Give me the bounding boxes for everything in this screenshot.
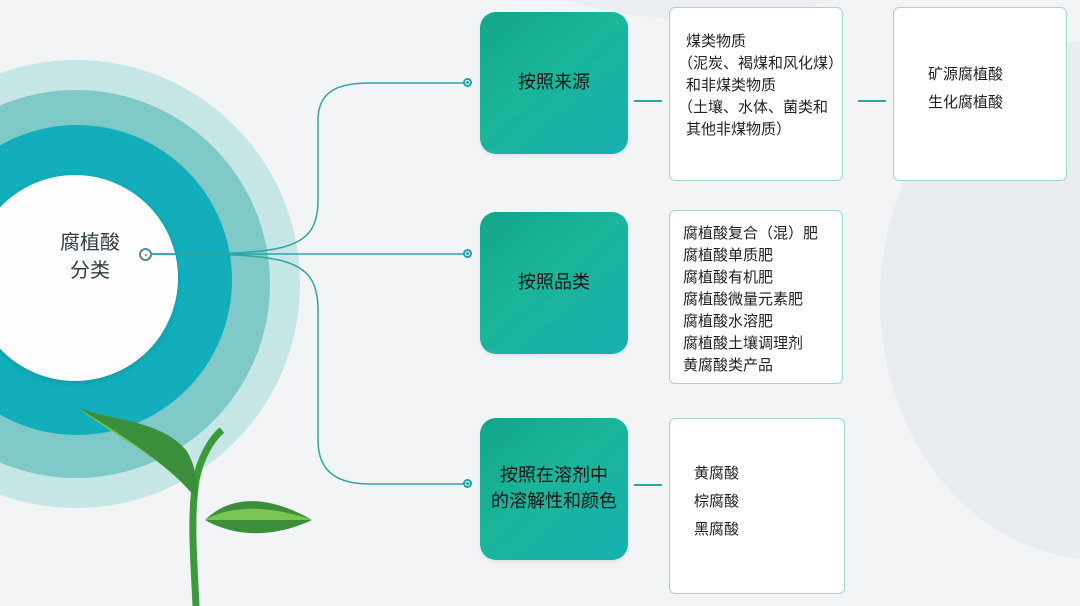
detail-line: 腐植酸微量元素肥	[683, 290, 804, 308]
branch-dot-category	[463, 249, 472, 258]
branch-dot-solubility	[463, 479, 472, 488]
detail-line: 黄腐酸类产品	[683, 356, 774, 374]
detail-line: 腐植酸水溶肥	[683, 312, 774, 330]
detail-source-sub: 矿源腐植酸 生化腐植酸	[893, 7, 1067, 181]
detail-solubility: 黄腐酸 棕腐酸 黑腐酸	[669, 418, 845, 594]
detail-source: 煤类物质 （泥炭、褐煤和风化煤） 和非煤类物质 （土壤、水体、菌类和 其他非煤物…	[669, 7, 843, 181]
detail-line: 其他非煤物质）	[686, 120, 792, 138]
branch-source: 按照来源	[480, 12, 628, 154]
branch-dot-source	[463, 78, 472, 87]
detail-line: 棕腐酸	[694, 492, 740, 510]
center-title: 腐植酸 分类	[60, 230, 120, 282]
detail-line: 黑腐酸	[694, 520, 740, 538]
dash-source	[634, 100, 662, 102]
detail-line: 生化腐植酸	[928, 93, 1004, 111]
center-circle	[0, 175, 178, 381]
detail-line: （土壤、水体、菌类和	[678, 98, 829, 116]
branch-solubility-label: 按照在溶剂中 的溶解性和颜色	[491, 465, 617, 512]
detail-line: （泥炭、褐煤和风化煤）	[678, 54, 844, 72]
branch-category: 按照品类	[480, 212, 628, 354]
detail-line: 腐植酸土壤调理剂	[683, 334, 804, 352]
detail-line: 和非煤类物质	[686, 76, 777, 94]
detail-line: 黄腐酸	[694, 464, 740, 482]
detail-line: 腐植酸复合（混）肥	[683, 224, 819, 242]
dash-solubility	[634, 484, 662, 486]
branch-solubility: 按照在溶剂中 的溶解性和颜色	[480, 418, 628, 560]
detail-line: 煤类物质	[686, 32, 747, 50]
detail-line: 腐植酸单质肥	[683, 246, 774, 264]
detail-line: 矿源腐植酸	[928, 65, 1004, 83]
dash-source-sub	[858, 100, 886, 102]
branch-category-label: 按照品类	[518, 272, 590, 293]
detail-category: 腐植酸复合（混）肥 腐植酸单质肥 腐植酸有机肥 腐植酸微量元素肥 腐植酸水溶肥 …	[669, 210, 843, 384]
center-node-dot	[139, 248, 152, 261]
branch-source-label: 按照来源	[518, 72, 590, 93]
detail-line: 腐植酸有机肥	[683, 268, 774, 286]
